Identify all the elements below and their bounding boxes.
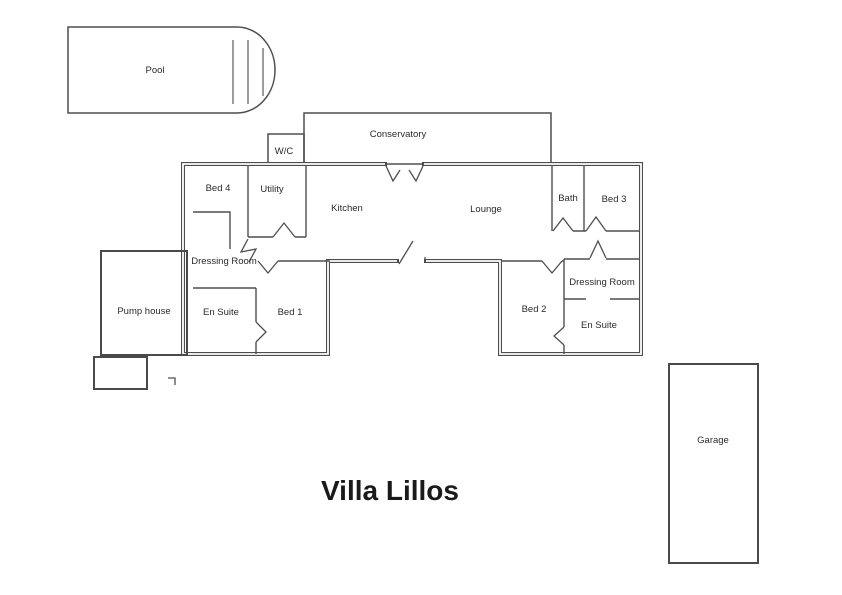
pump-house-outline bbox=[100, 250, 188, 356]
room-label-utility: Utility bbox=[260, 184, 283, 195]
room-label-dressing-room-left: Dressing Room bbox=[191, 256, 257, 267]
bed3-door-mark bbox=[585, 215, 607, 232]
bath-door-mark bbox=[552, 216, 574, 232]
room-label-pool: Pool bbox=[145, 65, 164, 76]
room-label-bed3: Bed 3 bbox=[602, 194, 627, 205]
room-label-conservatory: Conservatory bbox=[370, 129, 427, 140]
door-swing-marks bbox=[239, 165, 607, 346]
room-label-bed1: Bed 1 bbox=[278, 307, 303, 318]
room-label-en-suite-left: En Suite bbox=[203, 307, 239, 318]
page-title: Villa Lillos bbox=[321, 475, 459, 506]
small-outbuilding-outline bbox=[93, 356, 148, 390]
room-label-bed2: Bed 2 bbox=[522, 304, 547, 315]
room-label-en-suite-right: En Suite bbox=[581, 320, 617, 331]
room-labels: Bed 4 Utility Kitchen Lounge Bath Bed 3 … bbox=[191, 183, 635, 331]
room-label-bath: Bath bbox=[558, 193, 578, 204]
room-label-kitchen: Kitchen bbox=[331, 203, 363, 214]
ensuite-left-door-mark bbox=[255, 321, 267, 343]
garage-area: Garage bbox=[668, 363, 759, 564]
utility-door-mark bbox=[272, 221, 296, 238]
pool-outline bbox=[67, 26, 276, 114]
conservatory-outline bbox=[303, 112, 552, 165]
corner-mark bbox=[168, 377, 176, 385]
dressing-right-door-mark bbox=[589, 239, 607, 259]
conservatory-area: Conservatory W/C bbox=[267, 112, 552, 165]
pump-house-area: Pump house bbox=[93, 250, 188, 390]
room-label-bed4: Bed 4 bbox=[206, 183, 231, 194]
conservatory-door-left-mark bbox=[385, 165, 401, 183]
room-label-pump-house: Pump house bbox=[117, 306, 170, 317]
pool-area: Pool bbox=[67, 26, 276, 114]
bed1-door-mark bbox=[257, 260, 279, 275]
room-label-dressing-room-right: Dressing Room bbox=[569, 277, 635, 288]
partition-walls bbox=[193, 166, 639, 354]
room-label-garage: Garage bbox=[697, 435, 729, 446]
room-label-wc: W/C bbox=[275, 146, 294, 157]
garage-outline bbox=[668, 363, 759, 564]
conservatory-door-right-mark bbox=[408, 165, 424, 183]
ensuite-right-door-mark bbox=[553, 326, 565, 346]
room-label-lounge: Lounge bbox=[470, 204, 502, 215]
bed2-door-mark bbox=[541, 260, 563, 275]
dressing-left-door-mark bbox=[239, 238, 258, 263]
front-door-leaf bbox=[398, 240, 414, 265]
interior-walls bbox=[193, 166, 639, 354]
